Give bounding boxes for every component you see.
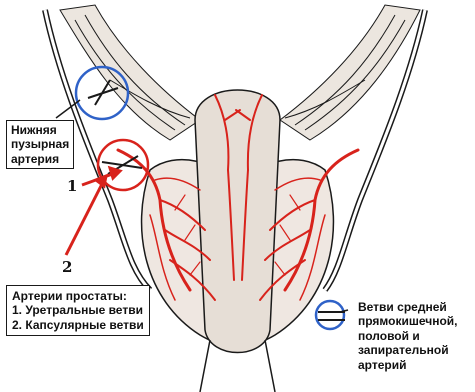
label-line: Ветви средней <box>358 300 458 314</box>
number-1-label: 1 <box>67 177 77 195</box>
label-line: артерия <box>11 152 69 166</box>
inferior-vesical-artery-label: Нижняя пузырная артерия <box>6 120 74 169</box>
label-line: артерий <box>358 358 458 372</box>
label-line: прямокишечной, <box>358 314 458 328</box>
label-line: половой и <box>358 329 458 343</box>
middle-rectal-marker <box>316 301 345 329</box>
middle-rectal-branches-label: Ветви средней прямокишечной, половой и з… <box>355 298 461 374</box>
label-line: пузырная <box>11 137 69 151</box>
number-2-label: 2 <box>62 258 72 276</box>
legend-item-urethral: 1. Уретральные ветви <box>12 303 144 317</box>
legend-title: Артерии простаты: <box>12 289 144 303</box>
label-line: Нижняя <box>11 123 69 137</box>
legend-item-capsular: 2. Капсулярные ветви <box>12 318 144 332</box>
label-line: запирательной <box>358 343 458 357</box>
prostate-arteries-legend: Артерии простаты: 1. Уретральные ветви 2… <box>6 285 150 336</box>
